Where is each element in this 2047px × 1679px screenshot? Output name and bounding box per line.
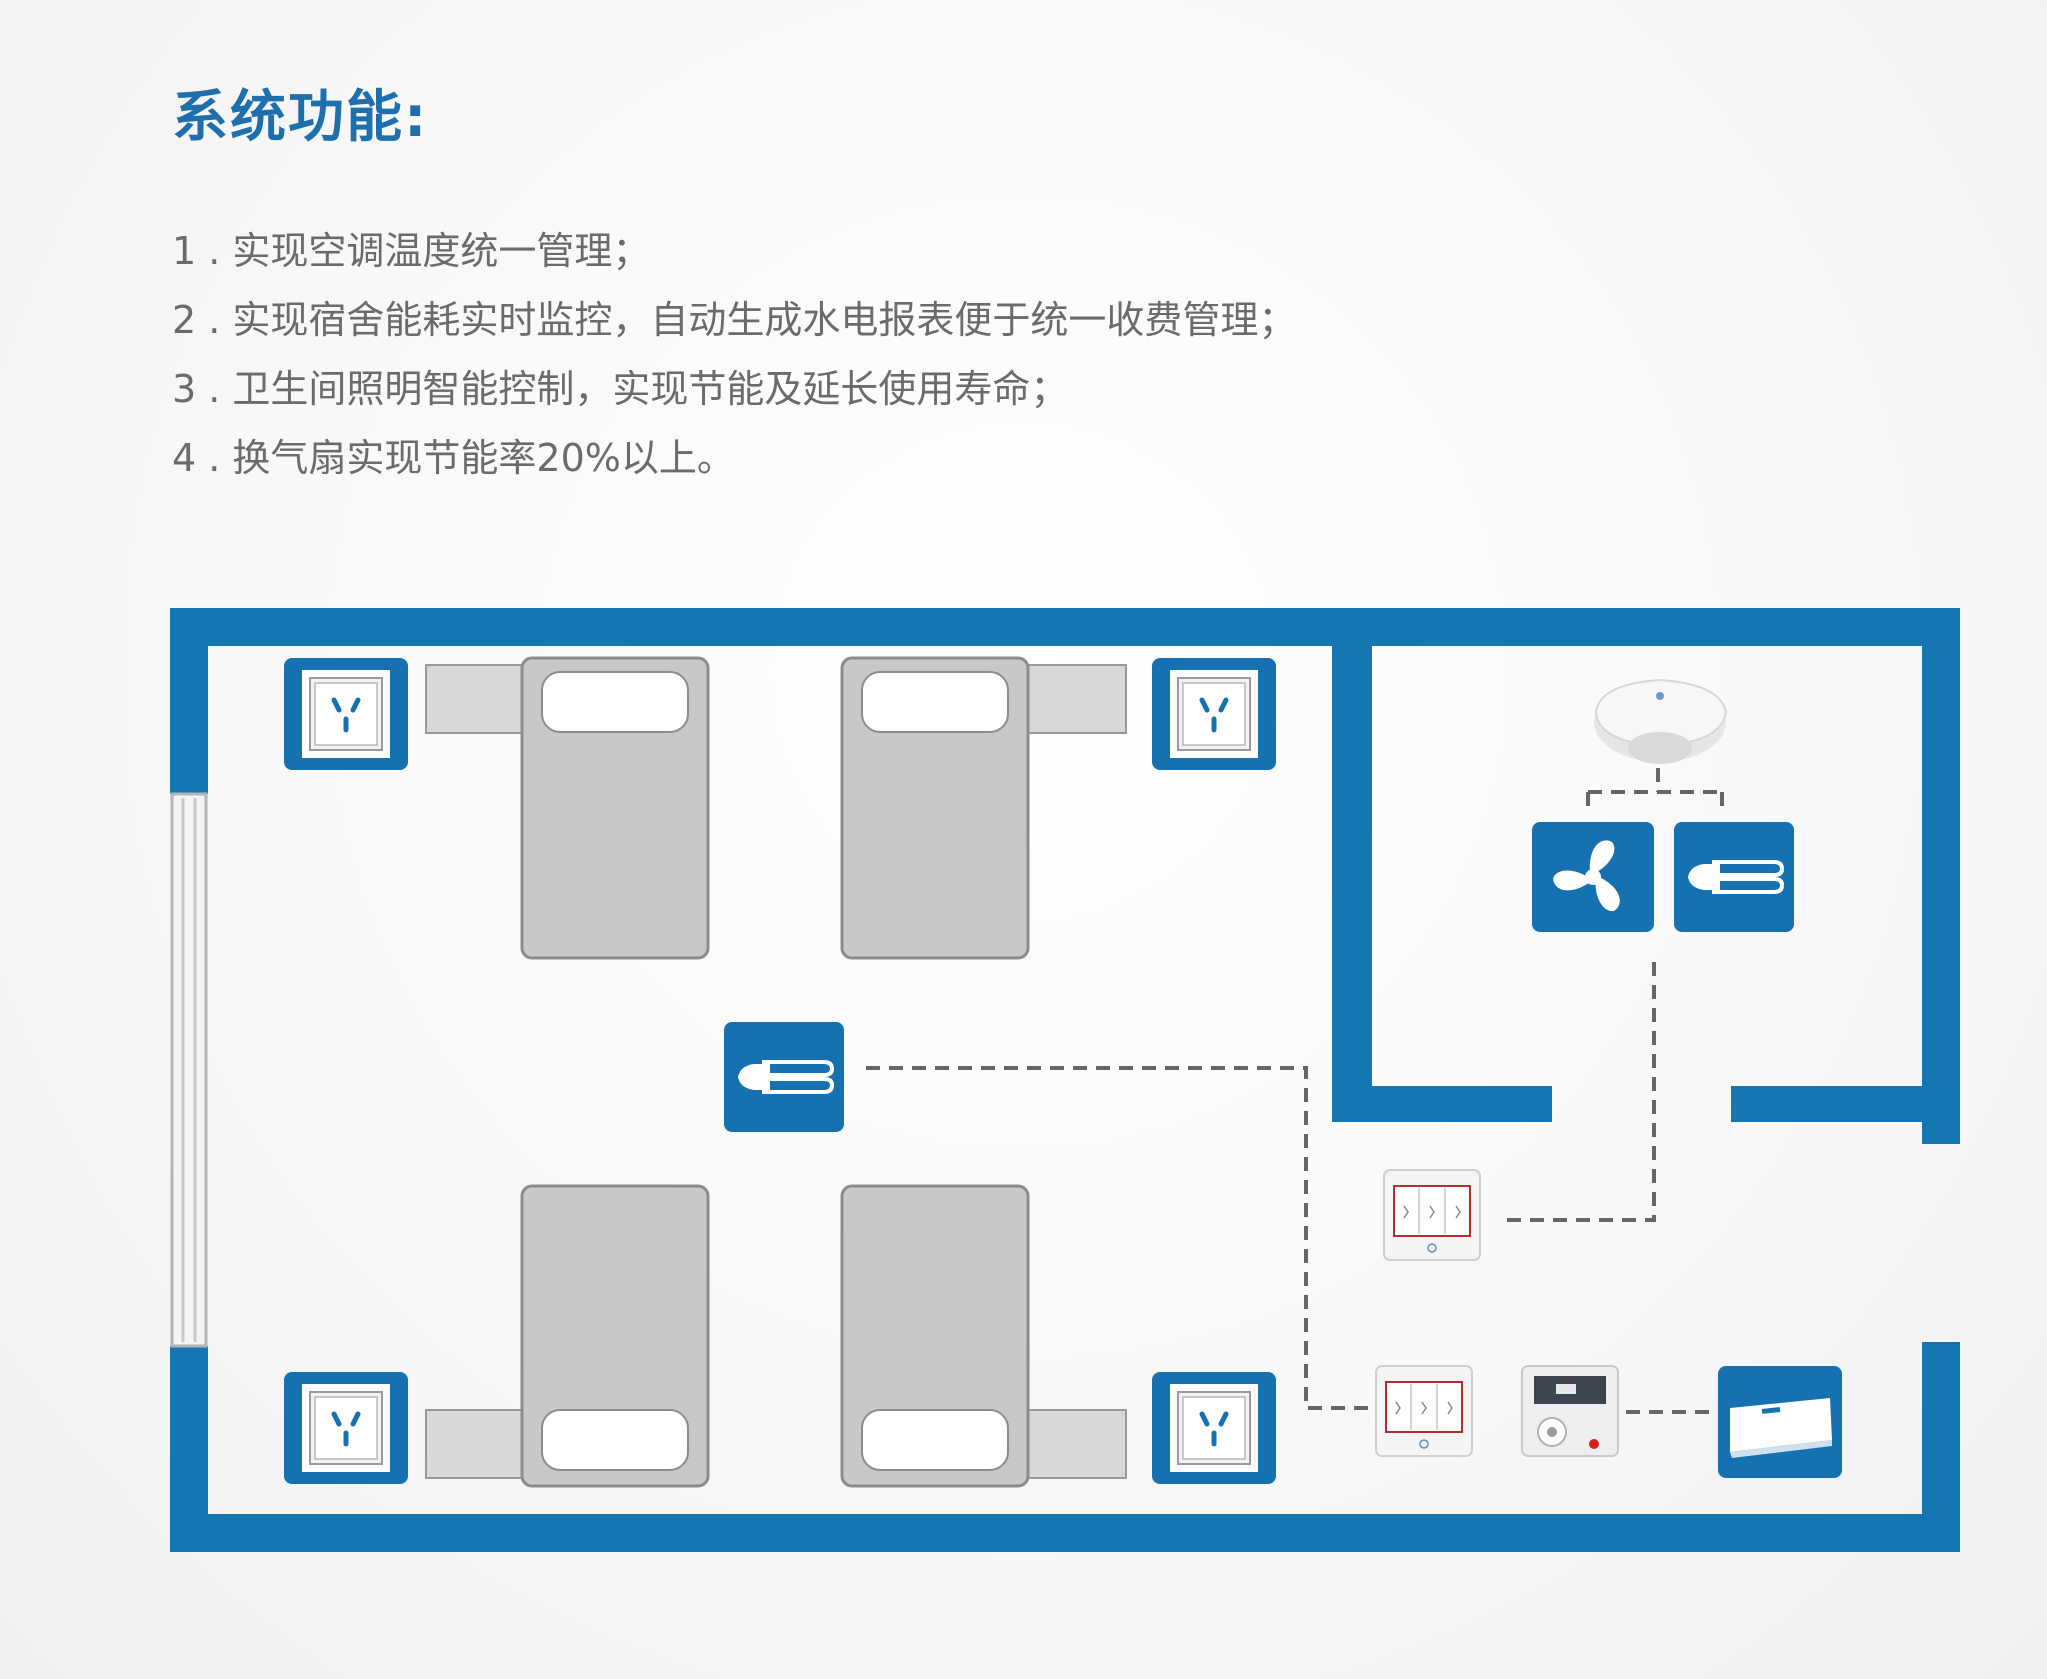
bed-bottom-right bbox=[840, 1184, 1127, 1488]
outlet-icon bbox=[1152, 658, 1276, 770]
bed-bottom-left bbox=[425, 1184, 710, 1488]
wall-switch-icon bbox=[1375, 1365, 1473, 1457]
feature-item: 3 . 卫生间照明智能控制，实现节能及延长使用寿命； bbox=[172, 367, 1069, 411]
thermostat-icon bbox=[1521, 1365, 1619, 1457]
wall-switch-icon bbox=[1383, 1169, 1481, 1261]
fan-icon bbox=[1532, 822, 1654, 932]
lamp-icon bbox=[1672, 820, 1796, 934]
outlet-icon bbox=[1152, 1372, 1276, 1484]
air-conditioner-icon bbox=[1718, 1366, 1842, 1478]
lamp-icon bbox=[722, 1020, 846, 1134]
window bbox=[170, 792, 208, 1348]
feature-item: 1 . 实现空调温度统一管理； bbox=[172, 229, 651, 273]
bed-top-right bbox=[840, 656, 1127, 960]
outlet-icon bbox=[284, 1372, 408, 1484]
feature-item: 4 . 换气扇实现节能率20%以上。 bbox=[172, 436, 735, 480]
ceiling-sensor-icon bbox=[1594, 678, 1728, 764]
walls bbox=[170, 608, 1960, 1552]
connection-lines bbox=[866, 768, 1724, 1414]
page-title: 系统功能: bbox=[172, 85, 429, 150]
bed-top-left bbox=[425, 656, 710, 960]
outlet-icon bbox=[284, 658, 408, 770]
feature-list: 1 . 实现空调温度统一管理； 2 . 实现宿舍能耗实时监控，自动生成水电报表便… bbox=[172, 222, 1296, 498]
feature-item: 2 . 实现宿舍能耗实时监控，自动生成水电报表便于统一收费管理； bbox=[172, 298, 1297, 342]
